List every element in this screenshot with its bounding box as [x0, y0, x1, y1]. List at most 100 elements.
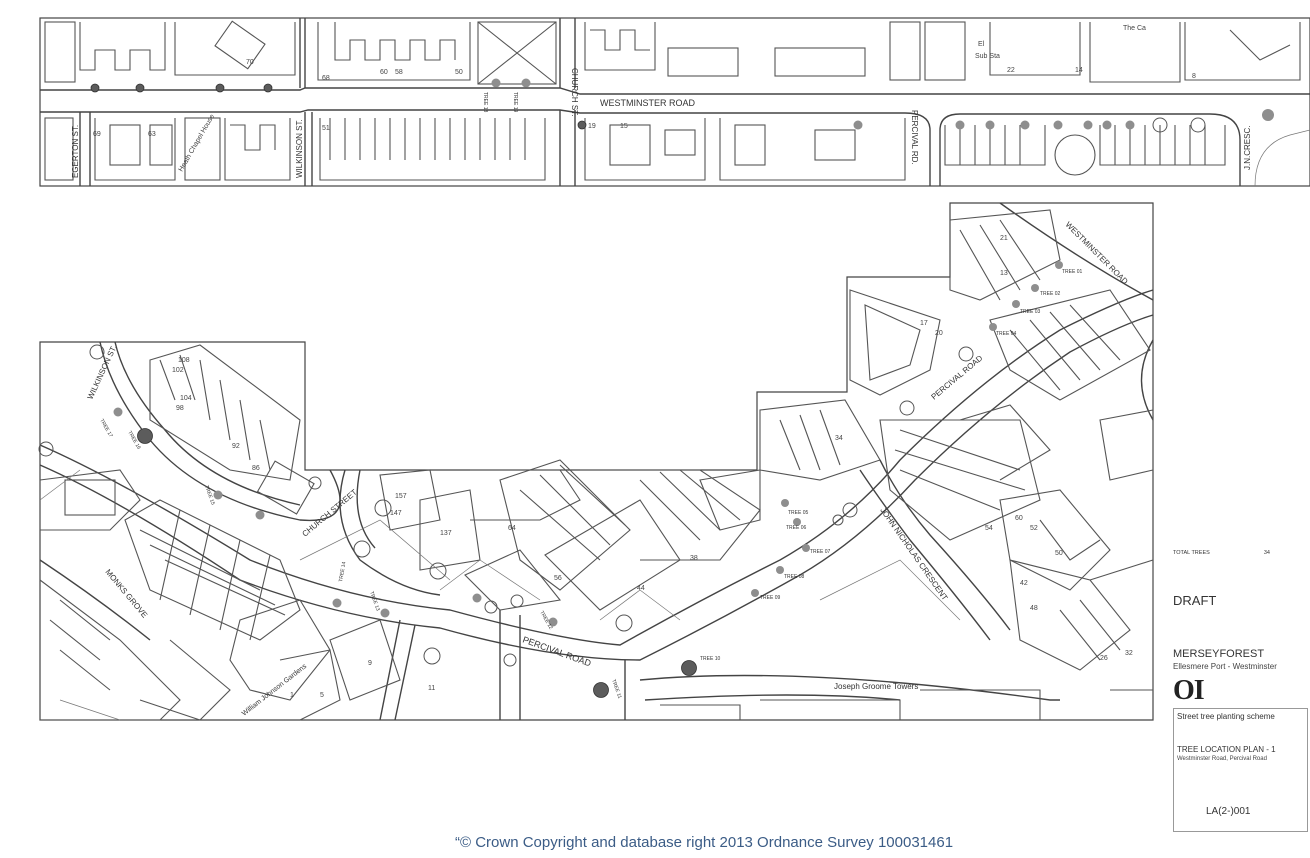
- total-trees-row: TOTAL TREES 34: [1173, 550, 1298, 556]
- svg-text:60: 60: [1015, 515, 1023, 522]
- svg-text:TREE 06: TREE 06: [786, 525, 807, 531]
- svg-text:157: 157: [395, 493, 407, 500]
- title-block: TOTAL TREES 34 DRAFT MERSEYFOREST Ellesm…: [1167, 537, 1310, 837]
- svg-text:102: 102: [172, 367, 184, 374]
- svg-text:13: 13: [1000, 270, 1008, 277]
- top-tree-markers: [90, 78, 1274, 133]
- svg-text:TREE 13: TREE 13: [368, 591, 381, 612]
- svg-text:70: 70: [246, 59, 254, 66]
- percival-road-outline: [39, 289, 1154, 646]
- svg-text:69: 69: [93, 131, 101, 138]
- svg-text:The Ca: The Ca: [1123, 25, 1146, 32]
- svg-text:Sub Sta: Sub Sta: [975, 53, 1000, 60]
- total-trees-value: 34: [1263, 550, 1270, 556]
- label-westminster-road-top: WESTMINSTER ROAD: [600, 98, 696, 108]
- svg-text:63: 63: [148, 131, 156, 138]
- plan-subtitle: Westminster Road, Percival Road: [1177, 756, 1267, 762]
- label-church-st: CHURCH ST.: [570, 68, 579, 116]
- svg-text:68: 68: [322, 75, 330, 82]
- svg-text:34: 34: [835, 435, 843, 442]
- joseph-groome-outline: [639, 674, 1060, 701]
- svg-text:50: 50: [1055, 550, 1063, 557]
- svg-text:22: 22: [1007, 67, 1015, 74]
- total-trees-label: TOTAL TREES: [1173, 550, 1210, 556]
- project-name: Ellesmere Port - Westminster: [1173, 662, 1277, 671]
- label-wilkinson-st-top: WILKINSON ST.: [295, 119, 304, 178]
- svg-text:TREE 14: TREE 14: [338, 561, 347, 582]
- svg-text:TREE 18: TREE 18: [482, 92, 488, 113]
- svg-text:El: El: [978, 41, 985, 48]
- svg-text:108: 108: [178, 357, 190, 364]
- svg-text:TREE 03: TREE 03: [1020, 309, 1041, 315]
- label-john-nicholas-crescent: JOHN NICHOLAS CRESCENT: [878, 506, 949, 602]
- organisation-name: MERSEYFOREST: [1173, 648, 1265, 660]
- draft-status: DRAFT: [1173, 593, 1217, 608]
- monks-grove-outline: [39, 559, 151, 641]
- svg-text:TREE 02: TREE 02: [1040, 291, 1061, 297]
- svg-text:58: 58: [395, 69, 403, 76]
- bottom-map-frame: [39, 202, 1154, 721]
- svg-text:48: 48: [1030, 605, 1038, 612]
- svg-text:137: 137: [440, 530, 452, 537]
- label-jn-cresc: J.N.CRESC.: [1243, 126, 1252, 170]
- svg-text:20: 20: [935, 330, 943, 337]
- label-joseph-groome-towers: Joseph Groome Towers: [834, 682, 918, 691]
- drawing-number: LA(2-)001: [1206, 806, 1251, 817]
- top-buildings: [44, 20, 1301, 181]
- house-numbers: 108 102 104 98 92 86 157 147 137 34 38 4…: [172, 235, 1133, 699]
- svg-text:8: 8: [1192, 73, 1196, 80]
- bottom-buildings: [39, 209, 1154, 721]
- copyright-notice: “© Crown Copyright and database right 20…: [455, 834, 954, 851]
- svg-text:86: 86: [252, 465, 260, 472]
- svg-text:TREE 17: TREE 17: [98, 418, 113, 439]
- svg-text:11: 11: [428, 685, 435, 692]
- plan-title: TREE LOCATION PLAN - 1: [1177, 745, 1276, 754]
- svg-text:64: 64: [508, 525, 516, 532]
- top-road-south-edge: [40, 109, 931, 186]
- scheme-title: Street tree planting scheme: [1177, 712, 1275, 721]
- svg-text:44: 44: [637, 585, 645, 592]
- svg-text:TREE 07: TREE 07: [810, 549, 831, 555]
- top-road-north-edge: [40, 87, 1310, 95]
- svg-text:17: 17: [920, 320, 928, 327]
- label-heath-chapel: Heath Chapel House: [178, 113, 217, 173]
- svg-text:98: 98: [176, 405, 184, 412]
- bottom-tree-markers: [38, 261, 1063, 698]
- svg-text:TREE 11: TREE 11: [610, 679, 623, 700]
- svg-text:19: 19: [588, 123, 596, 130]
- bottom-parcels: [39, 469, 961, 721]
- svg-text:32: 32: [1125, 650, 1133, 657]
- top-map-frame: [39, 17, 1310, 187]
- svg-text:TREE 01: TREE 01: [1062, 269, 1083, 275]
- label-monks-grove: MONKS GROVE: [103, 568, 149, 620]
- svg-text:15: 15: [620, 123, 628, 130]
- svg-text:TREE 08: TREE 08: [784, 574, 805, 580]
- svg-text:TREE 09: TREE 09: [760, 595, 781, 601]
- drawing-info-box: Street tree planting scheme TREE LOCATIO…: [1173, 708, 1308, 832]
- svg-text:56: 56: [554, 575, 562, 582]
- company-logo: OI: [1173, 675, 1205, 706]
- svg-text:14: 14: [1075, 67, 1083, 74]
- church-street-outline: [339, 469, 441, 596]
- svg-text:5: 5: [320, 692, 324, 699]
- svg-text:26: 26: [1100, 655, 1108, 662]
- svg-text:52: 52: [1030, 525, 1038, 532]
- svg-text:TREE 10: TREE 10: [700, 656, 721, 662]
- svg-text:TREE 04: TREE 04: [996, 331, 1017, 337]
- label-percival-road-east: PERCIVAL ROAD: [930, 353, 985, 401]
- svg-text:42: 42: [1020, 580, 1028, 587]
- label-egerton-st: EGERTON ST.: [71, 125, 80, 178]
- label-church-street: CHURCH STREET: [301, 488, 359, 539]
- svg-text:38: 38: [690, 555, 698, 562]
- wilkinson-st-outline: [99, 341, 341, 522]
- svg-text:60: 60: [380, 69, 388, 76]
- svg-text:147: 147: [390, 510, 402, 517]
- svg-text:50: 50: [455, 69, 463, 76]
- label-percival-rd: PERCIVAL RD.: [910, 110, 919, 165]
- svg-text:51: 51: [322, 125, 330, 132]
- svg-text:TREE 19: TREE 19: [512, 92, 518, 113]
- svg-text:92: 92: [232, 443, 240, 450]
- svg-text:1: 1: [290, 692, 294, 699]
- svg-text:TREE 05: TREE 05: [788, 510, 809, 516]
